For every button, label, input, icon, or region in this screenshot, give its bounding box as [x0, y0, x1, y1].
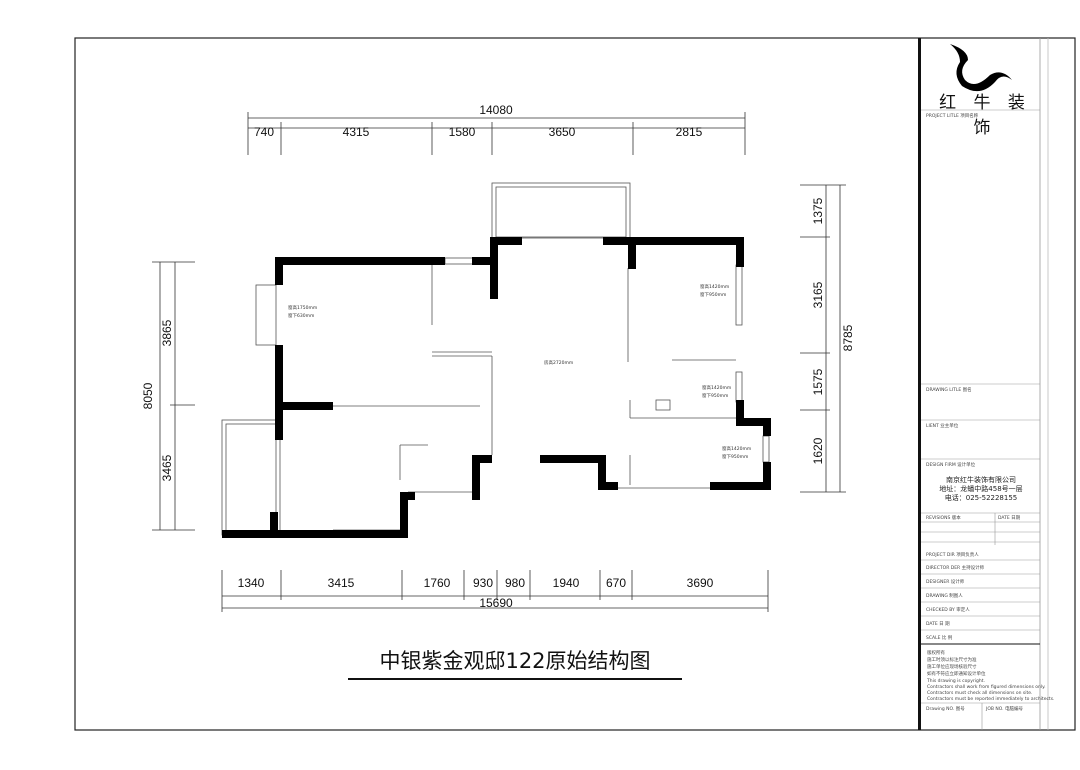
- thin-walls: [221, 182, 770, 536]
- dim-bottom: 3415: [328, 576, 355, 590]
- dim-top-total: 14080: [479, 103, 513, 117]
- project-title-label: PROJECT LITLE 项目名称: [926, 112, 979, 119]
- copyright-note: 如有不符应立即通知设计单位: [927, 670, 986, 677]
- title-block-row: DATE 日 期: [926, 621, 950, 627]
- left-dimensions: [152, 261, 195, 531]
- frame-divider: [918, 38, 921, 730]
- copyright-note: This drawing is copyright.: [926, 678, 985, 684]
- dim-top: 2815: [676, 125, 703, 139]
- dim-bottom: 3690: [687, 576, 714, 590]
- dim-top: 1580: [449, 125, 476, 139]
- copyright-note: Contractors must be reported immediately…: [927, 696, 1054, 702]
- dim-bottom: 1760: [424, 576, 451, 590]
- dim-right: 1375: [811, 197, 825, 224]
- title-underline: [348, 678, 682, 680]
- dim-bottom-total: 15690: [479, 596, 513, 610]
- title-block-row: DIRECTOR DER 主持设计师: [926, 564, 985, 571]
- dim-left: 3865: [160, 319, 174, 346]
- ceiling-height-note: 房高2720mm: [544, 359, 573, 366]
- window-note: 窗高1420mm: [722, 445, 751, 452]
- dim-right-total: 8785: [841, 324, 855, 351]
- drawing-number-label: Drawing NO. 图号: [926, 706, 965, 712]
- title-block-row: SCALE 比 例: [926, 634, 953, 641]
- company-address: 地址：龙蟠中路458号一层: [939, 484, 1022, 493]
- window-note: 窗下630mm: [288, 312, 314, 319]
- client-label: LIENT 业主单位: [926, 422, 959, 429]
- window-note: 窗高1750mm: [288, 304, 317, 311]
- right-dimensions: [800, 184, 846, 493]
- dim-top: 740: [254, 125, 274, 139]
- window-note: 窗下950mm: [702, 392, 728, 399]
- brand-logo-icon: [950, 44, 1012, 92]
- dim-bottom: 930: [473, 576, 493, 590]
- dim-bottom: 1340: [238, 576, 265, 590]
- window-note: 窗高1420mm: [702, 384, 731, 391]
- copyright-note: 施工时须以标注尺寸为准: [927, 656, 977, 663]
- dim-right: 3165: [811, 281, 825, 308]
- company-phone: 电话：025-52228155: [945, 493, 1018, 502]
- job-number-label: JOB NO. 电脑编号: [985, 705, 1023, 712]
- dim-bottom: 980: [505, 576, 525, 590]
- title-block-row: PROJECT DIR 项目负责人: [926, 551, 979, 558]
- brand-name: 红 牛 装 饰: [939, 93, 1031, 138]
- copyright-note: Contractors shall work from figured dime…: [927, 684, 1046, 690]
- dim-top: 3650: [549, 125, 576, 139]
- title-block: [921, 109, 1040, 730]
- window-note: 窗高1420mm: [700, 283, 729, 290]
- dim-left: 3465: [160, 454, 174, 481]
- drawing-title: 中银紫金观邸122原始结构图: [379, 649, 651, 673]
- drawing-frame: [74, 37, 1076, 731]
- window-note: 窗下950mm: [722, 453, 748, 460]
- dim-bottom: 670: [606, 576, 626, 590]
- title-block-row: DESIGNER 设计师: [926, 578, 965, 585]
- drawing-title-label: DRAWING LITLE 图名: [926, 386, 972, 393]
- dim-right: 1575: [811, 368, 825, 395]
- copyright-note: Contractors must check all dimensions on…: [927, 690, 1032, 696]
- company-name: 南京红牛装饰有限公司: [946, 475, 1016, 484]
- copyright-note: 施工单位应现场核验尺寸: [927, 663, 977, 670]
- design-firm-label: DESIGN FIRM 设计单位: [926, 461, 976, 468]
- dim-left-total: 8050: [141, 382, 155, 409]
- top-dimensions: [247, 112, 746, 155]
- date-column-label: DATE 日期: [998, 515, 1021, 521]
- title-block-row: CHECKED BY 审定人: [926, 606, 970, 613]
- window-note: 窗下950mm: [700, 291, 726, 298]
- bottom-dimensions: [221, 570, 769, 612]
- structural-walls: [222, 237, 771, 538]
- dim-top: 4315: [343, 125, 370, 139]
- dim-bottom: 1940: [553, 576, 580, 590]
- revisions-label: REVISIONS 版本: [926, 514, 961, 521]
- copyright-note: 版权所有: [927, 649, 945, 656]
- dim-right: 1620: [811, 437, 825, 464]
- title-block-row: DRAWING 制图人: [926, 592, 963, 599]
